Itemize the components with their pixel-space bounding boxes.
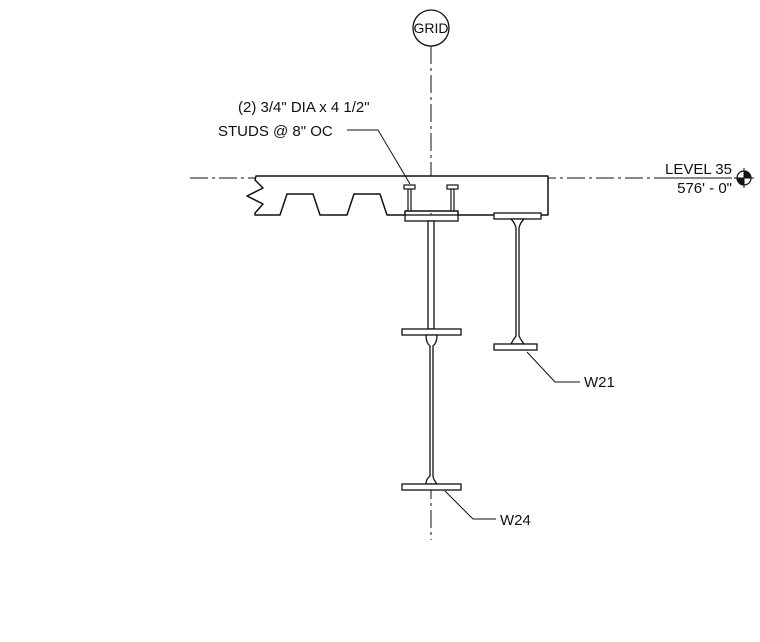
w24-beam [401,214,462,491]
studs-leader-line [347,129,411,185]
studs-callout-line2: STUDS @ 8" OC [218,123,333,140]
grid-bubble: GRID [412,9,450,47]
concrete-slab [246,175,549,216]
w24-leader-line [444,490,496,520]
grid-label: GRID [414,20,449,36]
level-name: LEVEL 35 [665,161,732,178]
w21-leader-line [526,351,580,383]
level-target-icon [734,168,754,188]
shear-studs [403,184,459,212]
w21-beam [493,212,542,351]
studs-callout-line1: (2) 3/4" DIA x 4 1/2" [238,99,370,116]
level-elevation: 576' - 0" [677,180,732,197]
w24-label: W24 [500,512,531,529]
w21-label: W21 [584,374,615,391]
